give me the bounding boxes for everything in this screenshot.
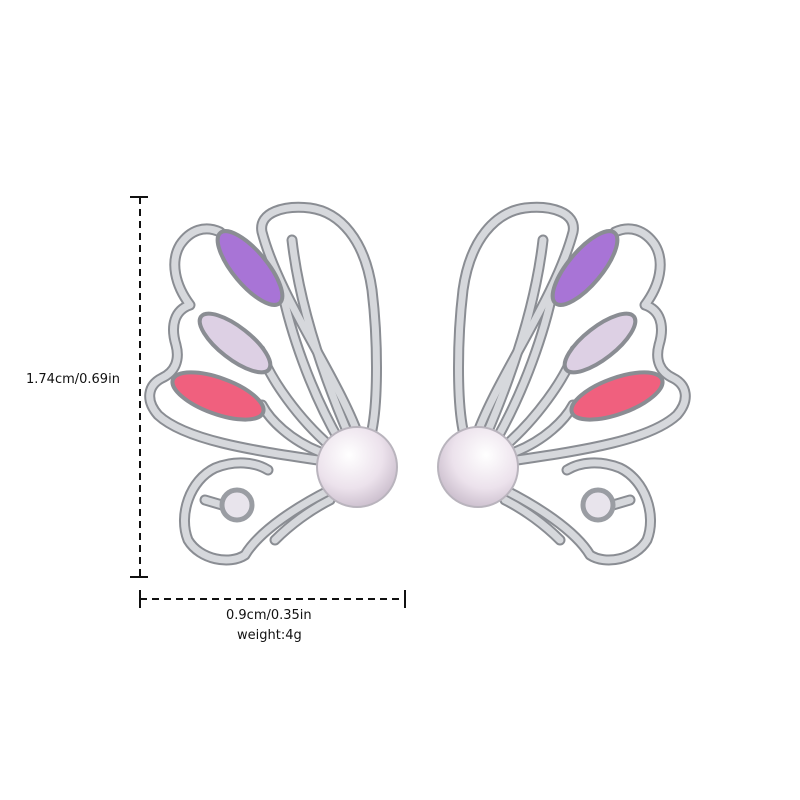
right-earring: [438, 207, 685, 560]
height-label: 1.74cm/0.69in: [26, 372, 120, 387]
width-label: 0.9cm/0.35in: [226, 608, 312, 623]
left-earring: [150, 207, 397, 560]
height-dimension-line: [130, 196, 148, 578]
weight-label: weight:4g: [237, 628, 302, 643]
width-dimension-line: [139, 590, 406, 608]
